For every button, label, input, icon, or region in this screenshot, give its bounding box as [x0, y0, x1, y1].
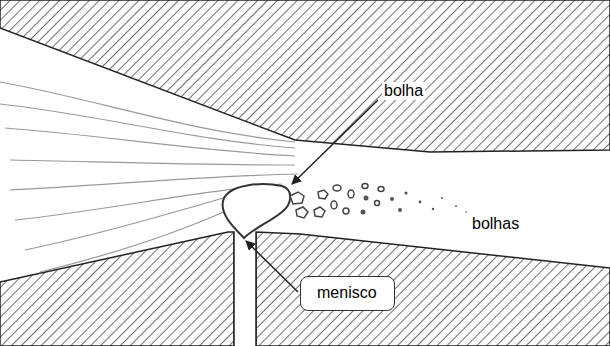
- bottom-wall-right: [256, 232, 610, 346]
- callout-text: menisco: [317, 284, 378, 302]
- leader-bolha: [292, 100, 378, 184]
- streamlines: [0, 82, 298, 272]
- callout-box: menisco: [300, 276, 395, 311]
- tiny-bubbles: [361, 191, 467, 214]
- top-wall: [0, 0, 610, 152]
- bottom-wall-left: [0, 232, 234, 346]
- tube-bore: [234, 232, 256, 346]
- small-bubbles: [290, 184, 384, 219]
- bubble: [223, 184, 291, 238]
- bubbles-label: bolhas: [470, 215, 521, 233]
- bubble-label: bolha: [382, 82, 425, 100]
- leader-menisco: [246, 241, 298, 292]
